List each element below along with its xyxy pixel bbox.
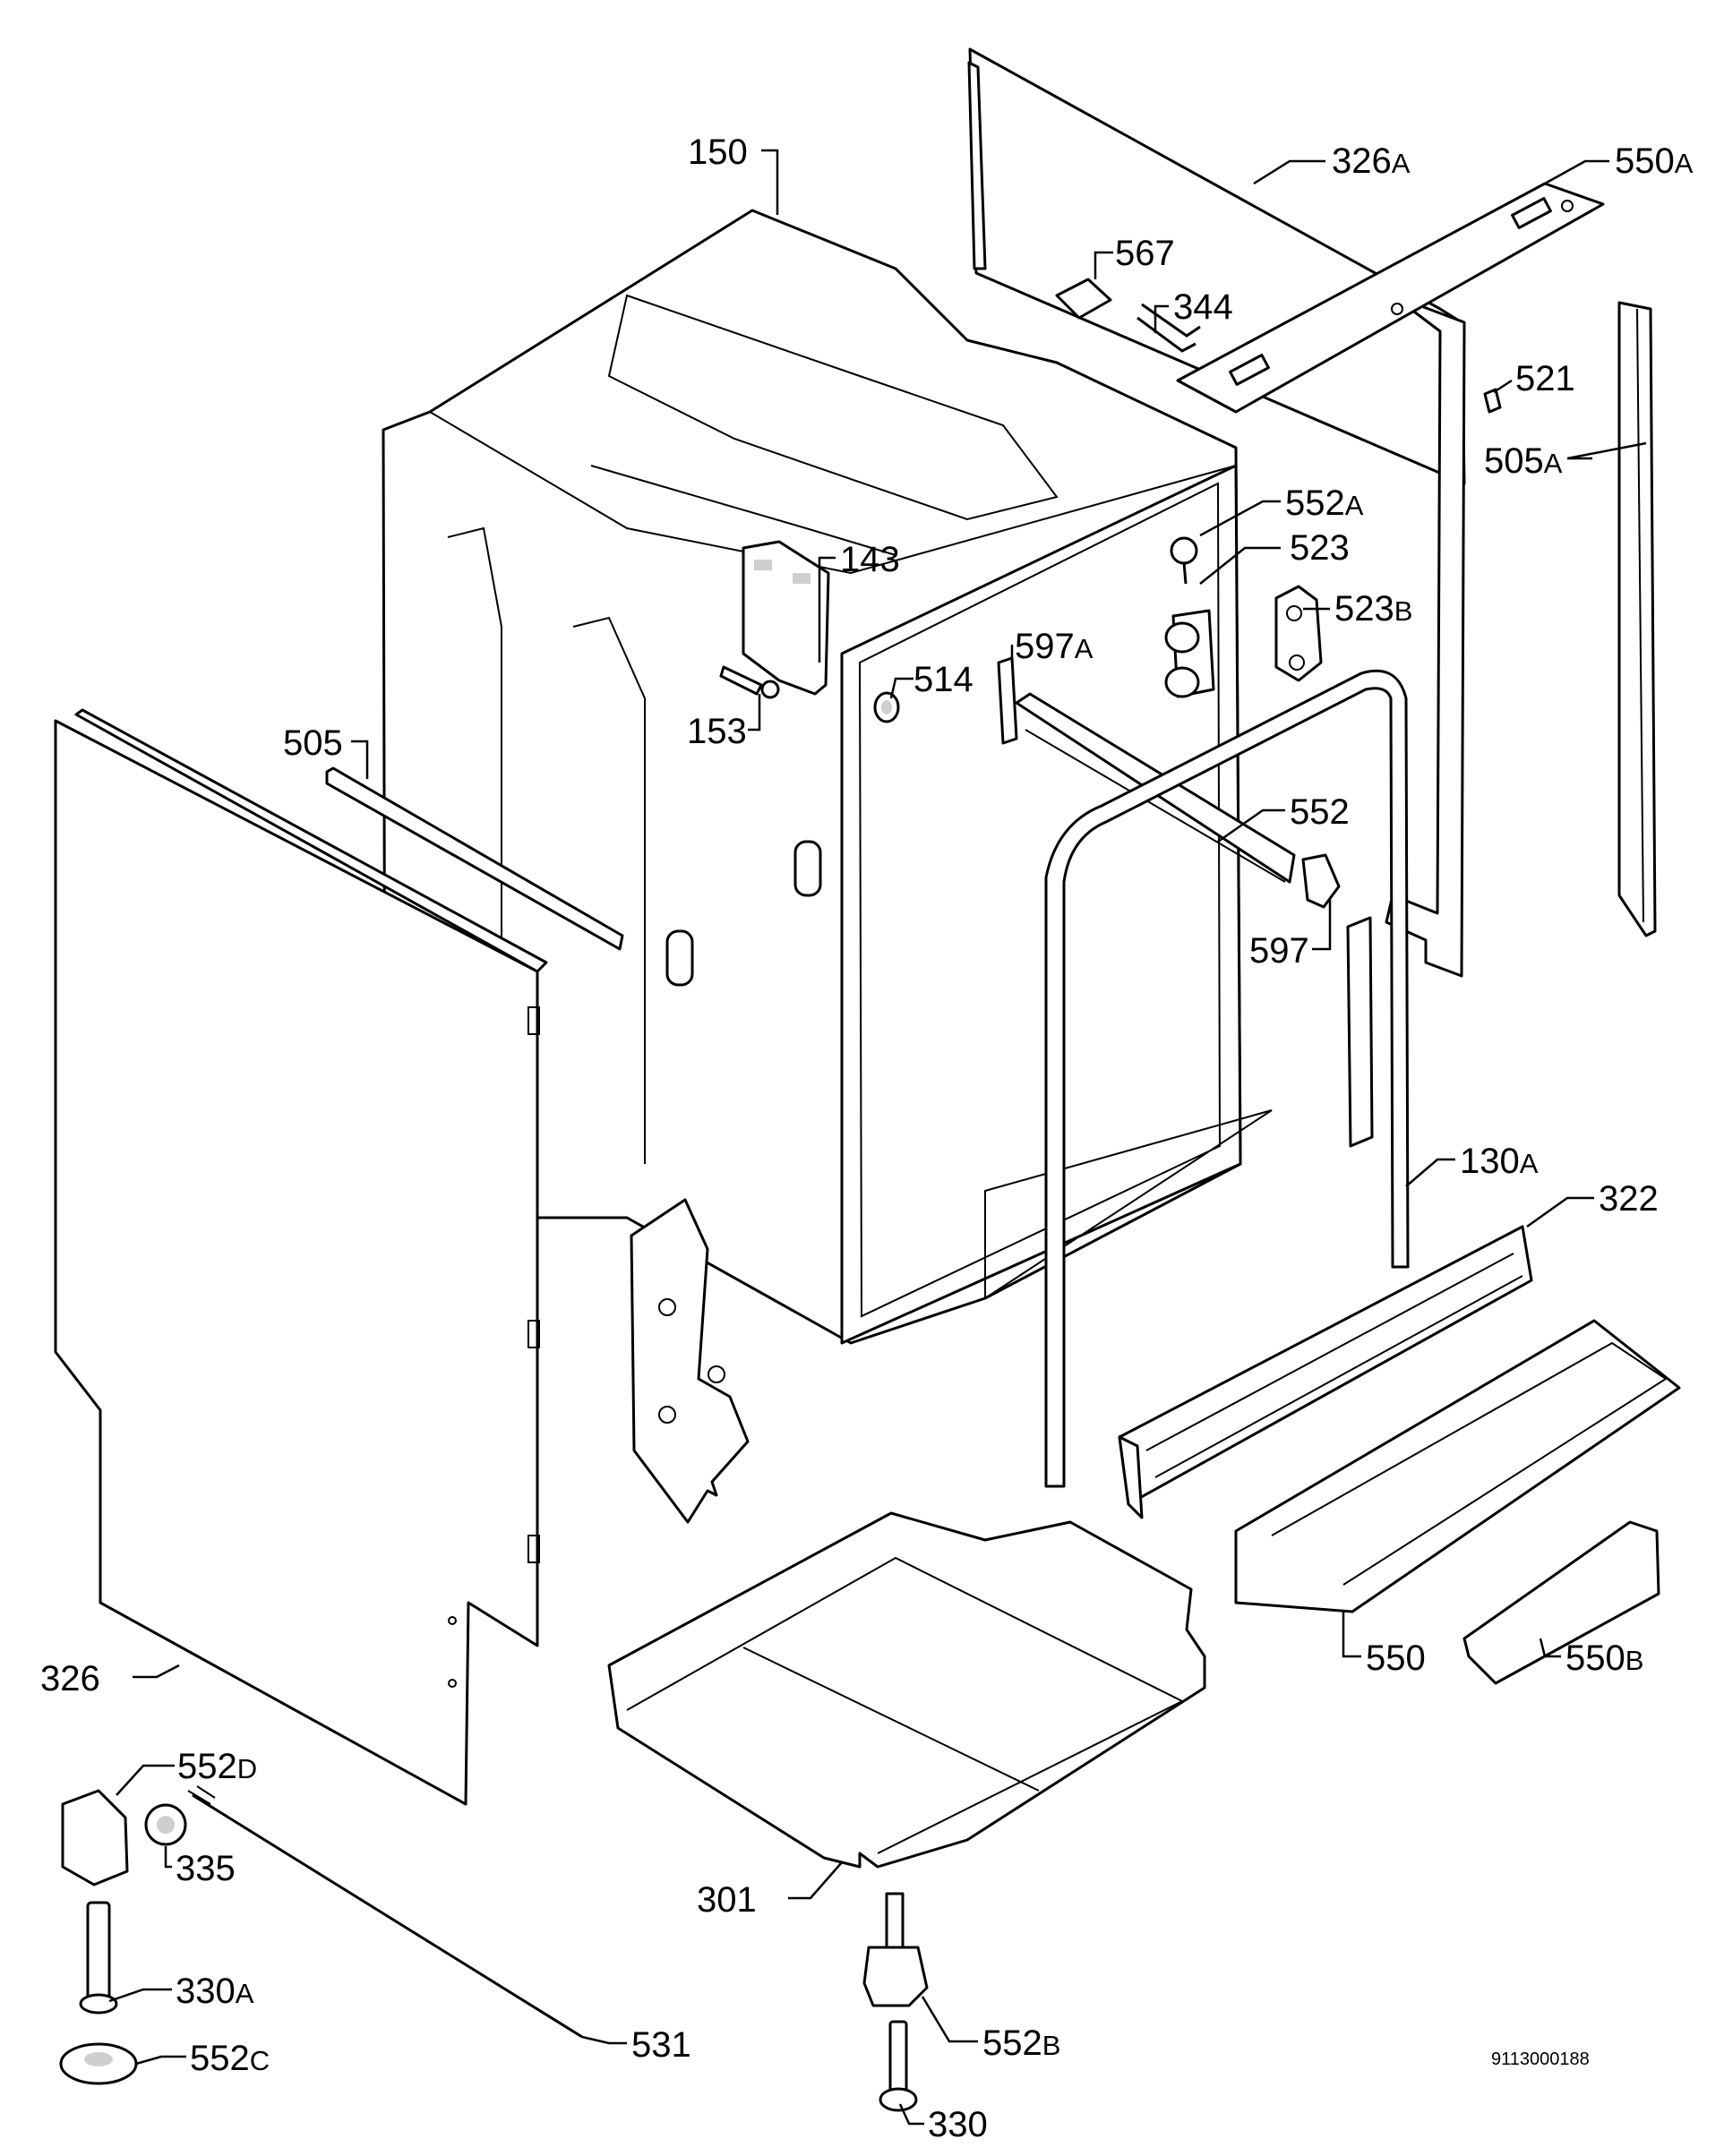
label-567: 567 bbox=[1115, 234, 1175, 273]
part-322-rail bbox=[1118, 1225, 1533, 1519]
part-567-clip bbox=[1055, 278, 1112, 320]
part-597-clip bbox=[1301, 853, 1341, 909]
label-552d: 552D bbox=[177, 1747, 257, 1786]
part-521-insert bbox=[1483, 388, 1502, 414]
part-550-tray bbox=[1234, 1319, 1681, 1613]
label-523b: 523B bbox=[1334, 589, 1412, 629]
label-322: 322 bbox=[1599, 1179, 1659, 1219]
label-505: 505 bbox=[283, 723, 343, 763]
part-550b-tray bbox=[1462, 1520, 1660, 1685]
part-side-bracket bbox=[1346, 916, 1374, 1148]
document-number: 9113000188 bbox=[1491, 2049, 1590, 2069]
part-153-screw bbox=[719, 665, 780, 699]
part-550a-top-rail bbox=[1176, 182, 1605, 414]
leader-lines bbox=[108, 149, 1647, 2126]
part-143-bracket bbox=[742, 540, 830, 696]
part-150-tub bbox=[382, 209, 1273, 1345]
part-hinge-bracket bbox=[630, 1198, 750, 1524]
part-552c-foot bbox=[59, 2042, 138, 2085]
part-552d-clip bbox=[61, 1789, 129, 1886]
label-550: 550 bbox=[1366, 1638, 1426, 1678]
label-552b: 552B bbox=[982, 2023, 1060, 2063]
part-597a-latch bbox=[997, 656, 1018, 745]
part-514-knob bbox=[873, 691, 900, 723]
part-531-rod bbox=[187, 1785, 583, 2039]
part-505-strip bbox=[325, 766, 624, 951]
label-130a: 130A bbox=[1460, 1142, 1539, 1181]
label-344: 344 bbox=[1173, 287, 1233, 327]
label-514: 514 bbox=[913, 660, 974, 699]
label-550a: 550A bbox=[1615, 141, 1694, 181]
part-552a-knob bbox=[1170, 536, 1198, 585]
part-523-valve bbox=[1164, 609, 1215, 698]
label-550b: 550B bbox=[1565, 1638, 1643, 1678]
part-130a-seal bbox=[1044, 669, 1410, 1488]
label-597: 597 bbox=[1249, 931, 1309, 971]
part-335-gear bbox=[144, 1803, 187, 1846]
label-330: 330 bbox=[928, 2105, 988, 2144]
label-150: 150 bbox=[688, 133, 748, 172]
part-330-screw bbox=[879, 2020, 918, 2112]
label-143: 143 bbox=[840, 540, 900, 579]
part-labels: 150 326A 550A 567 344 521 505A 552A 523 … bbox=[40, 133, 1694, 2144]
label-521: 521 bbox=[1515, 359, 1575, 398]
label-531: 531 bbox=[631, 2025, 691, 2065]
label-335: 335 bbox=[176, 1849, 236, 1888]
label-523: 523 bbox=[1290, 528, 1350, 568]
label-552c: 552C bbox=[190, 2039, 270, 2078]
label-326a: 326A bbox=[1332, 141, 1411, 181]
label-552: 552 bbox=[1290, 792, 1350, 832]
part-330a-screw bbox=[79, 1901, 118, 2015]
part-326-side-panel bbox=[54, 708, 548, 1806]
label-330a: 330A bbox=[176, 1972, 254, 2011]
part-523b-gasket bbox=[1274, 585, 1323, 682]
label-552a: 552A bbox=[1285, 483, 1364, 523]
label-153: 153 bbox=[687, 712, 747, 751]
part-505a-strip bbox=[1617, 301, 1657, 937]
label-301: 301 bbox=[697, 1880, 757, 1920]
part-301-base bbox=[607, 1511, 1206, 1869]
part-344-spring bbox=[1136, 303, 1201, 353]
label-326: 326 bbox=[40, 1659, 100, 1698]
label-505a: 505A bbox=[1484, 441, 1563, 481]
part-552b-foot bbox=[862, 1892, 929, 2007]
label-597a: 597A bbox=[1015, 627, 1094, 666]
